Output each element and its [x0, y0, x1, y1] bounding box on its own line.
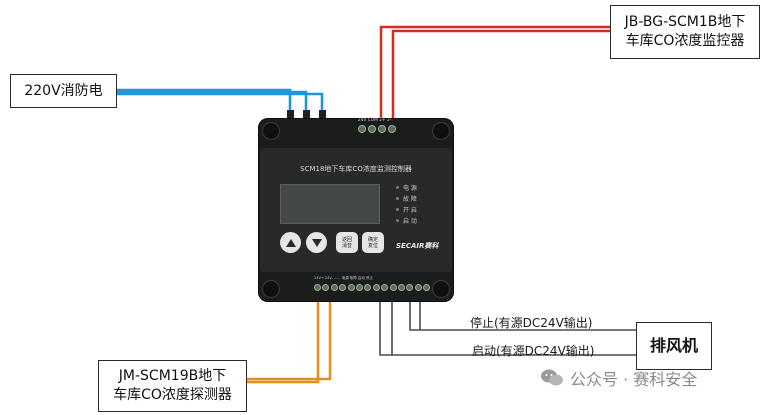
indicator-start: 启 动 [396, 215, 417, 226]
terminal-screw [364, 284, 372, 291]
sensor-label: JM-SCM19B地下 车库CO浓度探测器 [98, 360, 247, 412]
monitor-label-line2: 车库CO浓度监控器 [625, 33, 745, 49]
key-label: 消音 [341, 242, 352, 249]
key-label: 复位 [367, 242, 378, 249]
bottom-terminal-labels: 24V+ 24V- ...... 电源 故障 启动 停止 [314, 276, 374, 280]
indicator-label: 启 动 [403, 218, 417, 225]
lcd-screen [280, 184, 380, 224]
terminal-screw [330, 284, 338, 291]
fan-wires [379, 302, 636, 356]
terminal-screw [339, 284, 347, 291]
up-arrow-icon [285, 238, 296, 247]
terminal-screw [372, 284, 380, 291]
terminal-screw [388, 125, 396, 133]
indicator-label: 开 启 [403, 207, 417, 214]
indicator-label: 电 源 [403, 185, 417, 192]
down-arrow-icon [311, 238, 322, 247]
monitor-label: JB-BG-SCM1B地下 车库CO浓度监控器 [610, 5, 760, 59]
power-label: 220V消防电 [10, 74, 117, 108]
start-output-label: 启动(有源DC24V输出) [472, 344, 595, 358]
led-icon [396, 197, 399, 200]
device-title: SCM18地下车库CO浓度监测控制器 [300, 165, 412, 173]
indicator-label: 故 障 [403, 196, 417, 203]
stop-output-label: 停止(有源DC24V输出) [470, 316, 593, 330]
terminal-screw [381, 284, 389, 291]
brand-logo: SECAIR赛科 [396, 242, 439, 250]
watermark-text: 公众号 · 赛科安全 [570, 370, 698, 389]
top-terminal-block [358, 125, 396, 133]
terminal-screw [378, 125, 386, 133]
mount-hole [432, 122, 450, 140]
sensor-label-line1: JM-SCM19B地下 [118, 368, 227, 385]
wechat-icon [541, 369, 563, 386]
mount-hole [262, 122, 280, 140]
key-label: 返回 [341, 236, 352, 243]
key-label: 确定 [367, 236, 378, 243]
led-icon [396, 219, 399, 222]
terminal-screw [423, 284, 431, 291]
controller-device: 24V COM 2+ 2- SCM18地下车库CO浓度监测控制器 电 源 故 障… [258, 117, 454, 302]
led-icon [396, 186, 399, 189]
monitor-wires [379, 25, 610, 118]
sensor-label-line2: 车库CO浓度探测器 [113, 387, 232, 403]
indicator-power: 电 源 [396, 182, 417, 193]
terminal-screw [406, 284, 414, 291]
terminal-screw [314, 284, 321, 291]
mount-hole [432, 280, 450, 298]
mount-hole [262, 280, 280, 298]
confirm-reset-button[interactable]: 确定 复位 [362, 232, 384, 253]
fan-label: 排风机 [636, 322, 712, 370]
terminal-screw [389, 284, 397, 291]
terminal-screw [322, 284, 330, 291]
bottom-terminal-area: 24V+ 24V- ...... 电源 故障 启动 停止 [284, 276, 448, 298]
down-arrow-button[interactable] [306, 232, 327, 253]
terminal-screw [414, 284, 422, 291]
terminal-screw [368, 125, 376, 133]
terminal-screw [358, 125, 366, 133]
indicator-list: 电 源 故 障 开 启 启 动 [396, 182, 417, 226]
bottom-terminal-block [314, 284, 431, 291]
terminal-screw [355, 284, 363, 291]
indicator-open: 开 启 [396, 204, 417, 215]
led-icon [396, 208, 399, 211]
sensor-wires [245, 302, 332, 384]
return-silence-button[interactable]: 返回 消音 [336, 232, 358, 253]
power-wire-shoes [287, 110, 326, 118]
fan-label-text: 排风机 [649, 336, 698, 356]
up-arrow-button[interactable] [280, 232, 301, 253]
watermark: 公众号 · 赛科安全 [540, 366, 697, 390]
monitor-label-line1: JB-BG-SCM1B地下 [624, 14, 746, 31]
front-panel: SCM18地下车库CO浓度监测控制器 电 源 故 障 开 启 启 动 返回 消音… [260, 148, 452, 272]
indicator-fault: 故 障 [396, 193, 417, 204]
power-label-text: 220V消防电 [24, 82, 103, 99]
top-terminal-labels: 24V COM 2+ 2- [358, 117, 392, 122]
terminal-screw [347, 284, 355, 291]
terminal-screw [397, 284, 405, 291]
